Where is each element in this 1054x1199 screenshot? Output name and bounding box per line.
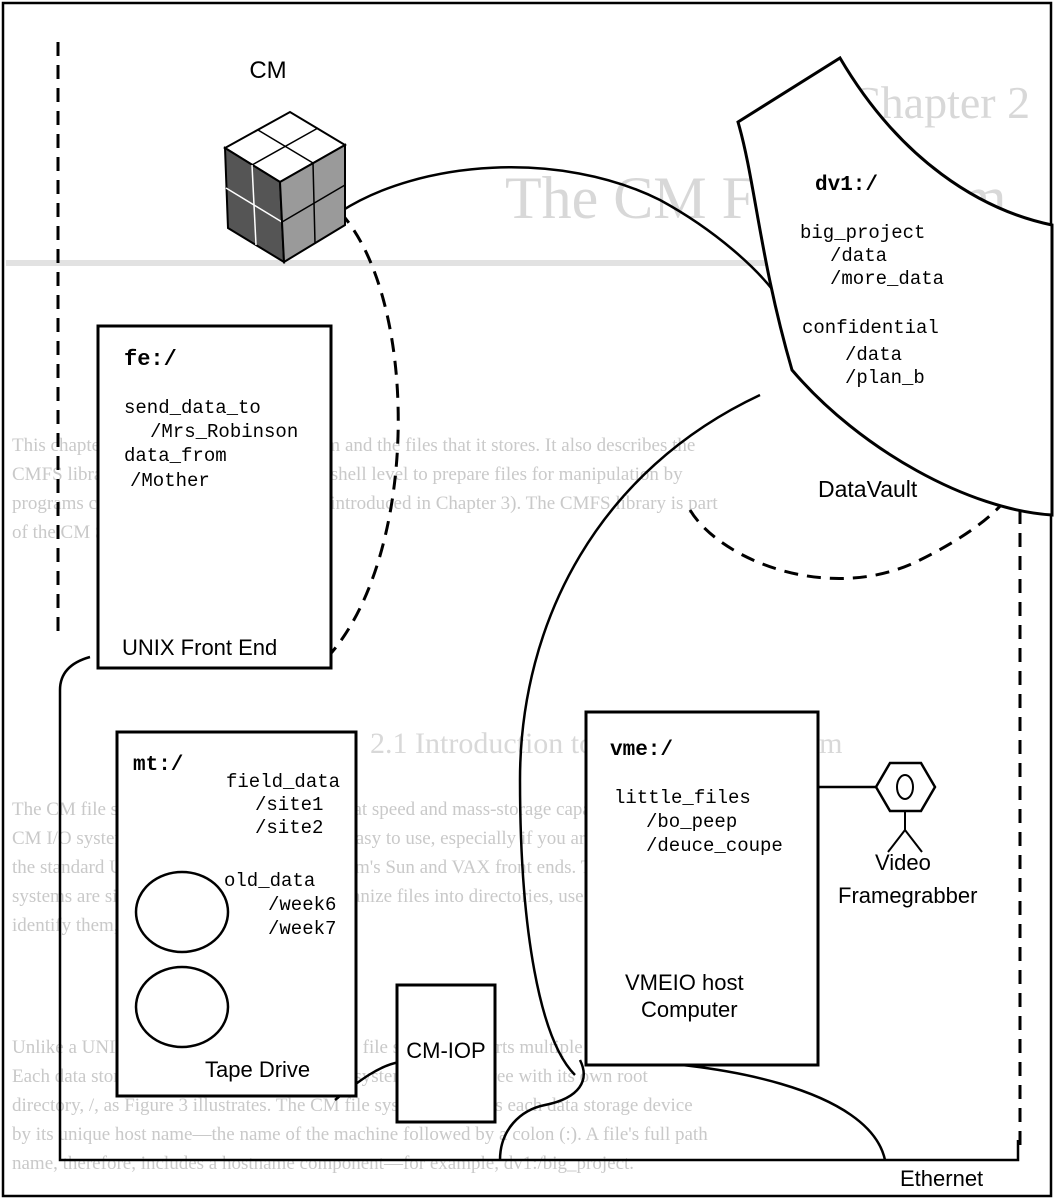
cm-cube[interactable] — [225, 112, 345, 262]
ghost-p3-l4: by its unique host name—the name of the … — [12, 1124, 708, 1145]
datavault-entry-2: /data — [830, 245, 887, 267]
tape-drive-entry-4: old_data — [224, 870, 315, 892]
framegrabber-label-line1: Video — [875, 850, 931, 875]
tape-reel-top — [136, 872, 228, 952]
tape-drive-entry-5: /week6 — [268, 894, 336, 916]
cm-iop-label: CM-IOP — [406, 1038, 485, 1063]
front-end-root: fe:/ — [124, 347, 177, 372]
front-end-entry-3: data_from — [124, 445, 227, 467]
vmeio-entry-2: /bo_peep — [646, 811, 737, 833]
cm-label: CM — [249, 57, 286, 84]
tape-drive-root: mt:/ — [133, 754, 183, 777]
vmeio-entry-1: little_files — [614, 787, 751, 809]
ethernet-label: Ethernet — [900, 1166, 983, 1191]
datavault-entry-5: /data — [845, 344, 902, 366]
ghost-p3-l5: name, therefore, includes a hostname com… — [12, 1153, 634, 1174]
tape-drive-entry-2: /site1 — [255, 794, 323, 816]
vmeio-root: vme:/ — [610, 739, 673, 762]
framegrabber-lens — [897, 775, 913, 799]
datavault-lower-arc — [690, 495, 1010, 579]
front-end-entry-4: /Mother — [130, 470, 210, 492]
front-end-entry-2: /Mrs_Robinson — [150, 421, 298, 443]
datavault-entry-4: confidential — [802, 317, 939, 339]
vmeio-label-line2: Computer — [641, 997, 738, 1022]
tape-drive-entry-3: /site2 — [255, 817, 323, 839]
ghost-p3-l3: directory, /, as Figure 3 illustrates. T… — [12, 1095, 693, 1116]
tape-drive-label: Tape Drive — [205, 1057, 310, 1082]
ethernet-left-curve — [60, 657, 90, 690]
front-end-label: UNIX Front End — [122, 635, 277, 660]
datavault-entry-3: /more_data — [830, 268, 944, 290]
front-end-entry-1: send_data_to — [124, 397, 261, 419]
unix-front-end-box[interactable] — [98, 326, 331, 668]
tape-reel-bottom — [136, 967, 228, 1047]
datavault-entry-6: /plan_b — [845, 367, 925, 389]
vmeio-label-line1: VMEIO host — [625, 970, 744, 995]
tape-drive-entry-1: field_data — [226, 771, 340, 793]
framegrabber-icon[interactable] — [876, 763, 935, 852]
datavault-entry-1: big_project — [800, 222, 925, 244]
tape-drive-entry-6: /week7 — [268, 918, 336, 940]
datavault-label: DataVault — [818, 476, 918, 502]
vmeio-entry-3: /deuce_coupe — [646, 835, 783, 857]
datavault-root: dv1:/ — [815, 174, 878, 197]
framegrabber-label-line2: Framegrabber — [838, 883, 977, 908]
